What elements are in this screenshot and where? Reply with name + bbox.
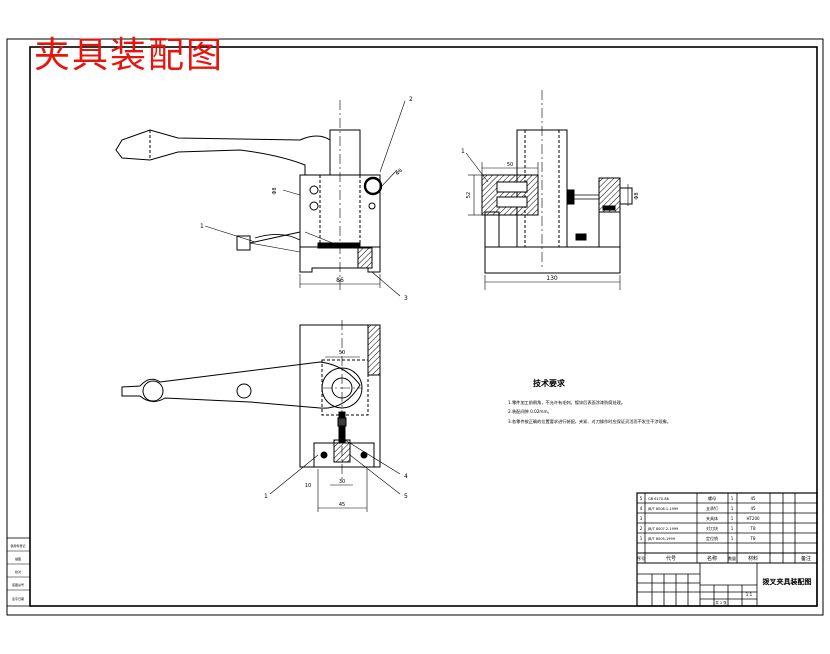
callout-2: 2: [409, 96, 413, 103]
side-right-screw: [572, 194, 599, 200]
sheet-label: 共 1 张: [715, 600, 727, 605]
front-hole-lower: [309, 201, 319, 211]
callout-1-side: 1: [461, 148, 465, 155]
bom-row-4-name: 支承钉: [706, 505, 718, 511]
plan-small-eye: [142, 380, 164, 402]
bom-row-4-mat: 45: [750, 506, 756, 511]
bom-header-material: 材料: [748, 555, 758, 562]
tech-req-line-3: 3.各零件按正确的位置要求进行装配，夹紧、对刀操作时应保证灵活而不发生干涉现象。: [508, 418, 671, 425]
bom-row-2-qty: 1: [731, 526, 734, 531]
plan-view: [121, 320, 401, 512]
margin-label-1: 描图: [15, 556, 21, 561]
front-pin-head: [363, 176, 383, 196]
bom-row-3-no: 3: [640, 516, 643, 521]
front-hole-upper: [309, 185, 319, 195]
tech-req-line-1: 1.零件加工前倒角，不允许有毛刺。镀锌后表面涂漆防腐处理。: [508, 399, 625, 406]
callout-1-front: 1: [200, 223, 204, 230]
callout-3: 3: [404, 295, 408, 302]
bom-row-4-no: 4: [640, 506, 643, 511]
dim-plan-a: 10: [305, 483, 311, 489]
bom-row-2-code: JB/T 8007.2-1999: [647, 527, 678, 531]
bom-header-code: 代号: [666, 555, 676, 562]
bom-row-3-mat: HT200: [746, 516, 760, 521]
dim-front-width: 86: [336, 277, 344, 284]
bom-row-4-qty: 1: [731, 506, 734, 511]
bom-header-qty: 数量: [728, 555, 736, 561]
side-view: [465, 90, 633, 290]
margin-label-4: 签字日期: [12, 596, 24, 601]
bom-row-2-no: 2: [640, 526, 643, 531]
bom-row-2-name: 对刀块: [706, 525, 718, 531]
plan-lever: [121, 361, 361, 409]
bom-header-no: 序号: [637, 555, 645, 561]
bom-row-3-name: 夹具体: [706, 515, 718, 521]
margin-label-3: 底图总号: [12, 582, 24, 587]
margin-label-0: 借用件登记: [10, 543, 25, 548]
front-left-pin: [236, 235, 251, 251]
dim-front-slot: Φ8: [395, 168, 404, 177]
tech-req-heading: 技术要求: [533, 378, 566, 388]
title-block: [636, 492, 818, 607]
side-fork-section: [481, 174, 539, 216]
drawing-title: 夹具装配图: [34, 35, 225, 76]
margin-registry-block: 借用件登记 描图 校对 底图总号 签字日期: [6, 537, 31, 607]
callout-1-plan: 1: [264, 493, 268, 500]
bom-row-5-no: 5: [640, 496, 643, 501]
bom-row-1-name: 定位销: [706, 535, 718, 541]
dim-side-height: 52: [466, 192, 472, 198]
dim-front-hole: Φ8: [272, 187, 278, 194]
bom-row-3-qty: 1: [731, 516, 734, 521]
inner-frame: [29, 46, 818, 607]
side-base: [484, 246, 621, 274]
dim-plan-top: 50: [339, 350, 345, 356]
bom-row-2-mat: T8: [750, 526, 756, 531]
front-view: [115, 100, 406, 297]
dim-plan-b: 30: [339, 479, 345, 485]
outer-border: [6, 38, 824, 616]
callout-4: 4: [404, 473, 408, 480]
front-fork-arm: [115, 129, 331, 176]
callout-5: 5: [404, 493, 408, 500]
dim-plan-width: 45: [339, 502, 345, 508]
bom-header-name: 名称: [707, 555, 717, 562]
bom-row-5-name: 螺母: [708, 495, 716, 501]
plan-mid-eye: [236, 383, 252, 399]
scale-label: 1:1: [746, 592, 753, 597]
bom-row-1-qty: 1: [731, 536, 734, 541]
dim-side-right: Φ8: [634, 192, 640, 199]
bom-row-5-qty: 1: [731, 496, 734, 501]
bom-row-1-no: 1: [640, 536, 643, 541]
tech-req-line-2: 2.装配间隙 0.02mm。: [508, 408, 552, 415]
bom-row-5-code: GB 6170-86: [648, 497, 669, 501]
bom-row-5-mat: 45: [750, 496, 756, 501]
front-column: [329, 129, 361, 176]
bom-header-remark: 备注: [801, 555, 811, 562]
plan-nut: [333, 439, 351, 463]
bom-row-1-mat: T8: [750, 536, 756, 541]
dim-side-width: 130: [546, 275, 558, 282]
margin-label-2: 校对: [15, 569, 21, 574]
bom-row-4-code: JB/T 8008.1-1999: [647, 507, 678, 511]
drawing-name: 拨叉夹具装配图: [763, 577, 812, 586]
bom-row-1-code: JB/T 8005-1999: [647, 537, 675, 541]
dim-side-bore: 50: [507, 162, 513, 168]
